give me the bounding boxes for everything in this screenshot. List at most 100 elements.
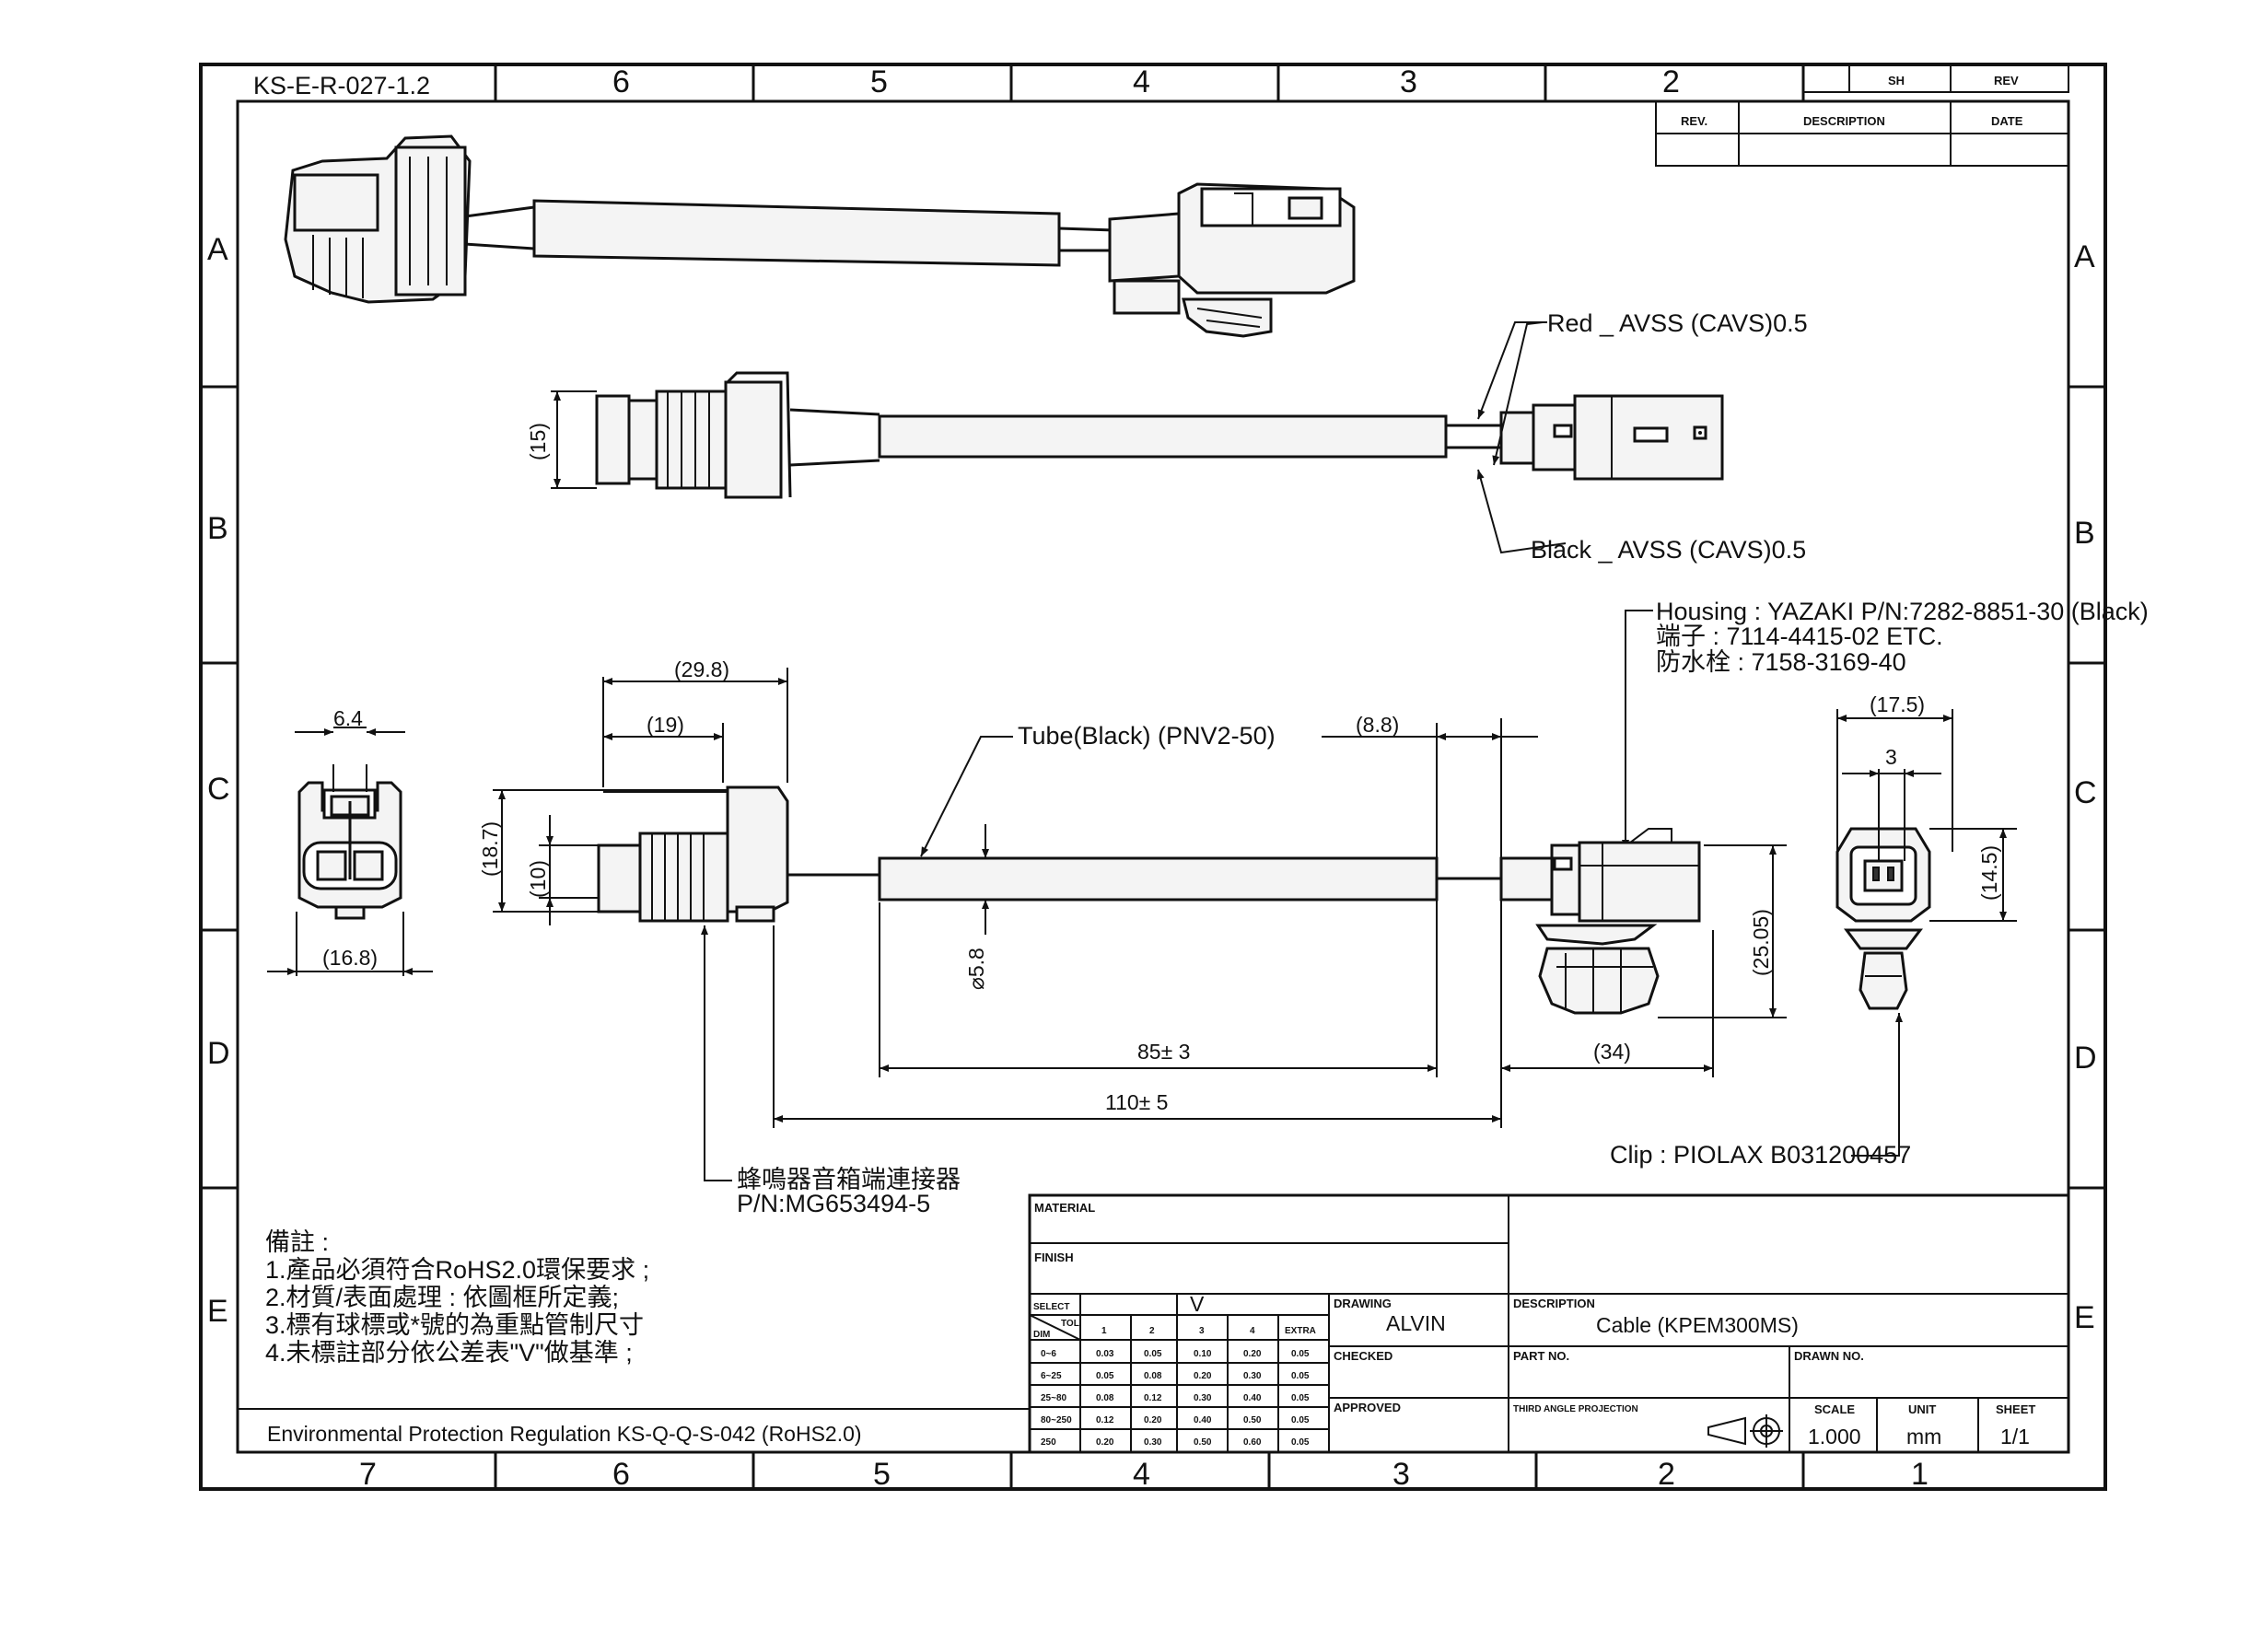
- note-line: 1.產品必須符合RoHS2.0環保要求 ;: [265, 1256, 649, 1284]
- terminal-label: 端子 : 7114-4415-02 ETC.: [1656, 622, 1943, 650]
- main-view-dimensions: [493, 668, 1787, 1128]
- bottom-zone-labels: 7 6 5 4 3 2 1: [359, 1457, 1929, 1492]
- tolerance-value-cell: 0.50: [1194, 1437, 1212, 1448]
- zone-label: 1: [1911, 1457, 1929, 1492]
- dimension-6-4: 6.4: [333, 706, 363, 730]
- zone-label: 2: [1658, 1457, 1675, 1492]
- dimension-5-8: ⌀5.8: [964, 948, 988, 990]
- zone-label: B: [207, 511, 228, 546]
- drawing-label: DRAWING: [1334, 1297, 1392, 1310]
- drawing-value: ALVIN: [1386, 1311, 1446, 1335]
- tolerance-column-header: 3: [1199, 1326, 1205, 1336]
- tolerance-value-cell: 0.05: [1291, 1349, 1310, 1359]
- tolerance-value-cell: 0.30: [1243, 1371, 1262, 1381]
- dimension-85: 85± 3: [1137, 1040, 1190, 1064]
- zone-label: 2: [1662, 64, 1680, 99]
- date-column-label: DATE: [1991, 114, 2023, 128]
- left-zone-labels: A B C D E: [207, 232, 230, 1329]
- approved-label: APPROVED: [1334, 1401, 1401, 1414]
- isometric-cable-view: [284, 134, 1356, 338]
- sheet-label: SHEET: [1996, 1402, 2035, 1416]
- notes-title: 備註 :: [265, 1228, 329, 1256]
- buzzer-leader-line: [701, 925, 732, 1181]
- tolerance-value-cell: 0.40: [1194, 1415, 1212, 1425]
- dimension-110: 110± 5: [1105, 1090, 1168, 1114]
- tolerance-value-cell: 0.30: [1194, 1393, 1212, 1403]
- wire-callout-lines: [1476, 321, 1567, 554]
- tolerance-value-cell: 0.05: [1291, 1371, 1310, 1381]
- zone-label: B: [2074, 516, 2095, 551]
- third-angle-projection-icon: [1707, 1414, 1783, 1448]
- checked-label: CHECKED: [1334, 1349, 1393, 1363]
- zone-label: 5: [873, 1457, 891, 1492]
- unit-value: mm: [1906, 1425, 1941, 1448]
- dimension-25-05: (25.05): [1749, 909, 1773, 976]
- part-number-label: PART NO.: [1513, 1349, 1569, 1363]
- rev-rev-label: REV: [1994, 74, 2019, 87]
- dimension-29-8: (29.8): [674, 657, 729, 681]
- rev-column-label: REV.: [1681, 114, 1707, 128]
- housing-leader-line: [1622, 610, 1653, 849]
- zone-label: 3: [1393, 1457, 1410, 1492]
- tolerance-tol-label: TOL: [1061, 1319, 1079, 1329]
- main-side-view: [597, 785, 1701, 1015]
- note-line: 4.未標註部分依公差表"V"做基準 ;: [265, 1339, 633, 1367]
- notes-block: 備註 : 1.產品必須符合RoHS2.0環保要求 ; 2.材質/表面處理 : 依…: [265, 1228, 649, 1367]
- tolerance-value-cell: 0.12: [1144, 1393, 1162, 1403]
- tolerance-value-cell: 0.50: [1243, 1415, 1262, 1425]
- zone-label: A: [207, 232, 228, 267]
- black-wire-label: Black _ AVSS (CAVS)0.5: [1531, 536, 1806, 564]
- zone-label: 3: [1400, 64, 1417, 99]
- note-line: 2.材質/表面處理 : 依圖框所定義;: [265, 1284, 619, 1311]
- red-wire-label: Red _ AVSS (CAVS)0.5: [1547, 309, 1808, 337]
- tolerance-value-cell: 0.20: [1243, 1349, 1262, 1359]
- tolerance-value-cell: 0.12: [1096, 1415, 1114, 1425]
- tolerance-value-cell: 0.05: [1291, 1393, 1310, 1403]
- tolerance-column-header: EXTRA: [1285, 1326, 1316, 1336]
- description-value: Cable (KPEM300MS): [1596, 1313, 1799, 1337]
- seal-label: 防水栓 : 7158-3169-40: [1656, 648, 1906, 676]
- tube-label: Tube(Black) (PNV2-50): [1018, 722, 1276, 750]
- scale-label: SCALE: [1814, 1402, 1855, 1416]
- zone-label: D: [207, 1036, 230, 1071]
- dimension-17-5: (17.5): [1870, 692, 1925, 716]
- front-view-right-connector: [1835, 709, 2017, 1010]
- dimension-15: (15): [526, 423, 550, 460]
- side-cable-view: [551, 371, 1724, 499]
- dimension-14-5: (14.5): [1977, 845, 2001, 901]
- description-column-label: DESCRIPTION: [1803, 114, 1885, 128]
- zone-label: 6: [612, 64, 630, 99]
- tolerance-range-cell: 250: [1041, 1437, 1056, 1448]
- tolerance-value-cell: 0.10: [1194, 1349, 1212, 1359]
- environment-regulation: Environmental Protection Regulation KS-Q…: [267, 1422, 862, 1446]
- zone-label: 6: [612, 1457, 630, 1492]
- zone-label: E: [207, 1294, 228, 1329]
- zone-label: 4: [1133, 64, 1150, 99]
- unit-label: UNIT: [1908, 1402, 1936, 1416]
- tolerance-select-label: SELECT: [1033, 1302, 1069, 1312]
- tolerance-v-label: V: [1190, 1292, 1205, 1316]
- tolerance-value-cell: 0.30: [1144, 1437, 1162, 1448]
- front-view-left-connector: [267, 727, 433, 976]
- tolerance-range-cell: 80~250: [1041, 1415, 1072, 1425]
- zone-label: 7: [359, 1457, 377, 1492]
- zone-label: 4: [1133, 1457, 1150, 1492]
- dimension-18-7: (18.7): [478, 821, 502, 877]
- right-zone-labels: A B C D E: [2074, 239, 2097, 1335]
- zone-label: C: [207, 772, 230, 807]
- tube-leader-line: [920, 736, 1013, 857]
- tolerance-value-cell: 0.05: [1291, 1415, 1310, 1425]
- tolerance-value-cell: 0.08: [1096, 1393, 1114, 1403]
- material-label: MATERIAL: [1034, 1201, 1095, 1215]
- tolerance-column-header: 2: [1149, 1326, 1155, 1336]
- tolerance-range-cell: 25~80: [1041, 1393, 1067, 1403]
- tolerance-value-cell: 0.20: [1144, 1415, 1162, 1425]
- tolerance-value-cell: 0.05: [1291, 1437, 1310, 1448]
- zone-label: D: [2074, 1041, 2097, 1076]
- buzzer-pn-label: P/N:MG653494-5: [737, 1190, 930, 1217]
- zone-label: A: [2074, 239, 2095, 274]
- clip-leader-line: [1851, 1013, 1903, 1157]
- rev-sh-label: SH: [1888, 74, 1905, 87]
